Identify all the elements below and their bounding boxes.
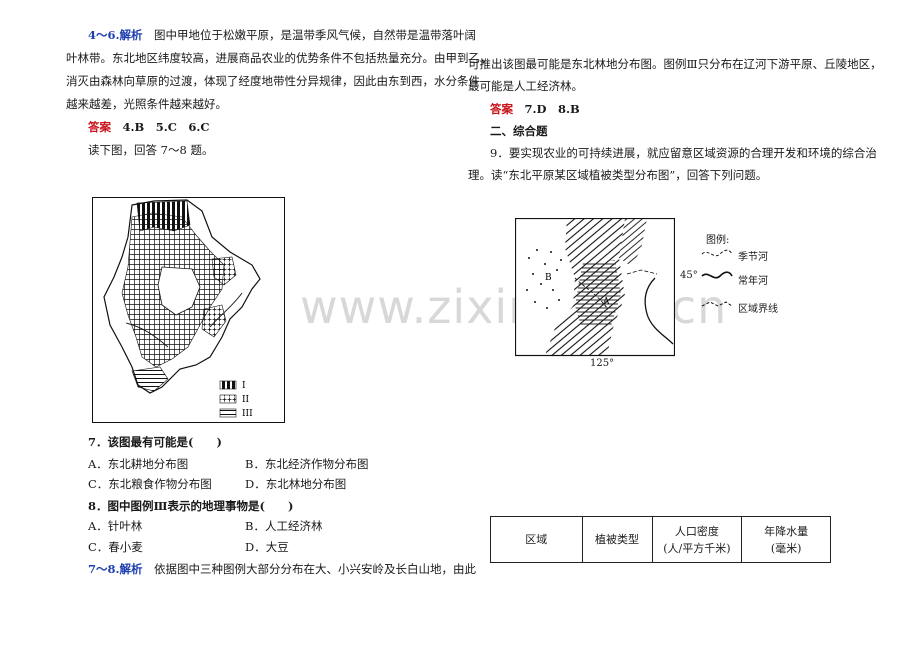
para1-line-1: 4～6.解析 图中甲地位于松嫩平原，是温带季风气候，自然带是温带落叶阔 [88, 28, 477, 42]
latitude-label: 45° [680, 270, 698, 281]
legend-label-1: I [242, 381, 246, 391]
right-line-1: 可推出该图最可能是东北林地分布图。图例Ⅲ只分布在辽河下游平原、丘陵地区， [468, 57, 882, 71]
right-line-2: 最可能是人工经济林。 [468, 79, 583, 93]
header-precipitation: 年降水量 (毫米) [741, 516, 831, 563]
map-legend-title: 图例: [706, 235, 730, 246]
q7-option-c: C．东北粮食作物分布图 [88, 477, 212, 491]
header-population: 人口密度 (人/平方千米) [651, 516, 743, 563]
question-9-line-2: 理。读“东北平原某区域植被类型分布图”，回答下列问题。 [468, 168, 768, 182]
answer-line-1: 答案 4.B 5.C 6.C [88, 120, 210, 134]
label-a: A [602, 297, 610, 307]
section-heading: 二、综合题 [490, 124, 548, 138]
perennial-river-icon [701, 271, 733, 279]
q8-option-b: B．人工经济林 [245, 519, 323, 533]
legend-seasonal-river: 季节河 [738, 252, 768, 263]
read-map-instruction: 读下图，回答 7～8 题。 [88, 143, 214, 157]
answer-label-2: 答案 [490, 102, 513, 116]
header-region: 区域 [490, 516, 583, 563]
header-vegetation: 植被类型 [581, 516, 653, 563]
boundary-line-icon [701, 301, 733, 307]
q8-option-a: A．针叶林 [88, 519, 143, 533]
answer-line-2: 答案 7.D 8.B [490, 102, 580, 116]
q7-option-a: A．东北耕地分布图 [88, 457, 189, 471]
q8-option-c: C．春小麦 [88, 540, 143, 554]
legend-label-3: III [242, 409, 253, 419]
vegetation-map-figure: A B [515, 218, 675, 357]
longitude-label: 125° [590, 358, 615, 369]
para1-line-3: 消灭由森林向草原的过渡，体现了经度地带性分异规律，因此由东到西，水分条件 [66, 74, 480, 88]
q7-option-b: B．东北经济作物分布图 [245, 457, 369, 471]
para2-line-1: 7～8.解析 依据图中三种图例大部分分布在大、小兴安岭及长白山地，由此 [88, 562, 477, 576]
question-8: 8．图中图例Ⅲ表示的地理事物是( ) [88, 499, 294, 513]
dots-region [526, 249, 562, 309]
q7-option-d: D．东北林地分布图 [245, 477, 347, 491]
para1-line-2: 叶林带。东北地区纬度较高，进展商品农业的优势条件不包括热量充分。由甲到乙， [66, 51, 492, 65]
para1-label: 4～6.解析 [88, 28, 143, 42]
para1-line-4: 越来越差，光照条件越来越好。 [66, 97, 227, 111]
question-7: 7．该图最有可能是( ) [88, 435, 222, 449]
question-9-line-1: 9．要实现农业的可持续进展，就应留意区域资源的合理开发和环境的综合治 [490, 146, 877, 160]
answer-label: 答案 [88, 120, 111, 134]
q8-option-d: D．大豆 [245, 540, 289, 554]
seasonal-river-icon [701, 249, 733, 257]
data-table: 区域 植被类型 人口密度 (人/平方千米) 年降水量 (毫米) [490, 516, 831, 563]
northeast-map-figure: I II III [92, 197, 285, 423]
legend-perennial-river: 常年河 [738, 276, 768, 287]
legend-boundary: 区域界线 [738, 304, 778, 315]
legend-label-2: II [242, 395, 250, 405]
para2-label: 7～8.解析 [88, 562, 143, 576]
label-b: B [545, 273, 552, 283]
